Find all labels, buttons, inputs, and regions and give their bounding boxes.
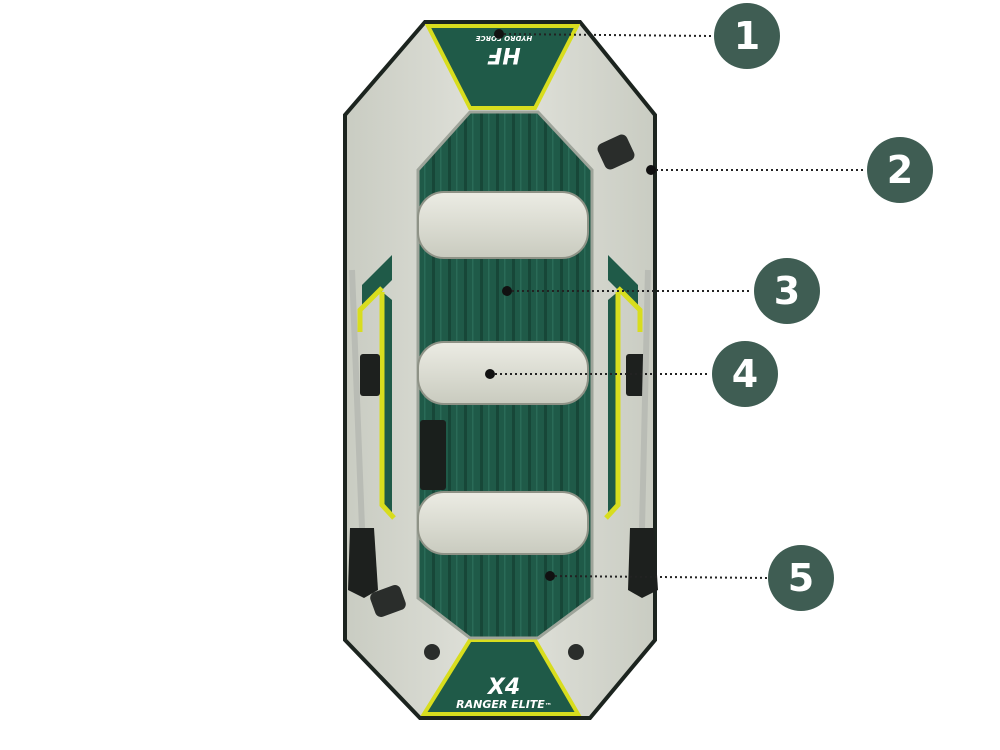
model-name: X4 [486, 675, 520, 700]
brand-logo: HF [487, 42, 520, 67]
model-line: RANGER ELITE™ [456, 698, 552, 711]
dot-2 [646, 165, 656, 175]
callout-number-2: 2 [887, 148, 913, 192]
callout-badge-4: 4 [712, 341, 778, 407]
valve-icon [370, 134, 635, 660]
callout-number-5: 5 [788, 556, 814, 600]
callout-badge-5: 5 [768, 545, 834, 611]
side-decal-left [357, 232, 396, 520]
callout-number-3: 3 [774, 269, 800, 313]
leader-5 [549, 575, 771, 579]
dot-1 [494, 29, 504, 39]
callout-number-1: 1 [734, 14, 760, 58]
side-decal-right [604, 232, 643, 520]
callout-dots [485, 29, 656, 581]
middle-seat [417, 341, 589, 405]
dot-5 [545, 571, 555, 581]
callout-badge-3: 3 [754, 258, 820, 324]
callout-number-4: 4 [732, 352, 758, 396]
bow-panel [424, 24, 581, 110]
storage-bag-icon [420, 420, 446, 490]
oarlock-icon [360, 354, 646, 396]
oar-icon [348, 269, 658, 598]
rear-seat [417, 491, 589, 555]
callout-badge-1: 1 [714, 3, 780, 69]
brand-subtitle: HYDRO FORCE [476, 34, 533, 42]
callout-badge-2: 2 [867, 137, 933, 203]
leader-1 [498, 33, 713, 37]
callout-leaders [490, 33, 865, 579]
front-seat [417, 191, 589, 259]
stern-panel [420, 638, 582, 716]
dot-4 [485, 369, 495, 379]
dot-3 [502, 286, 512, 296]
